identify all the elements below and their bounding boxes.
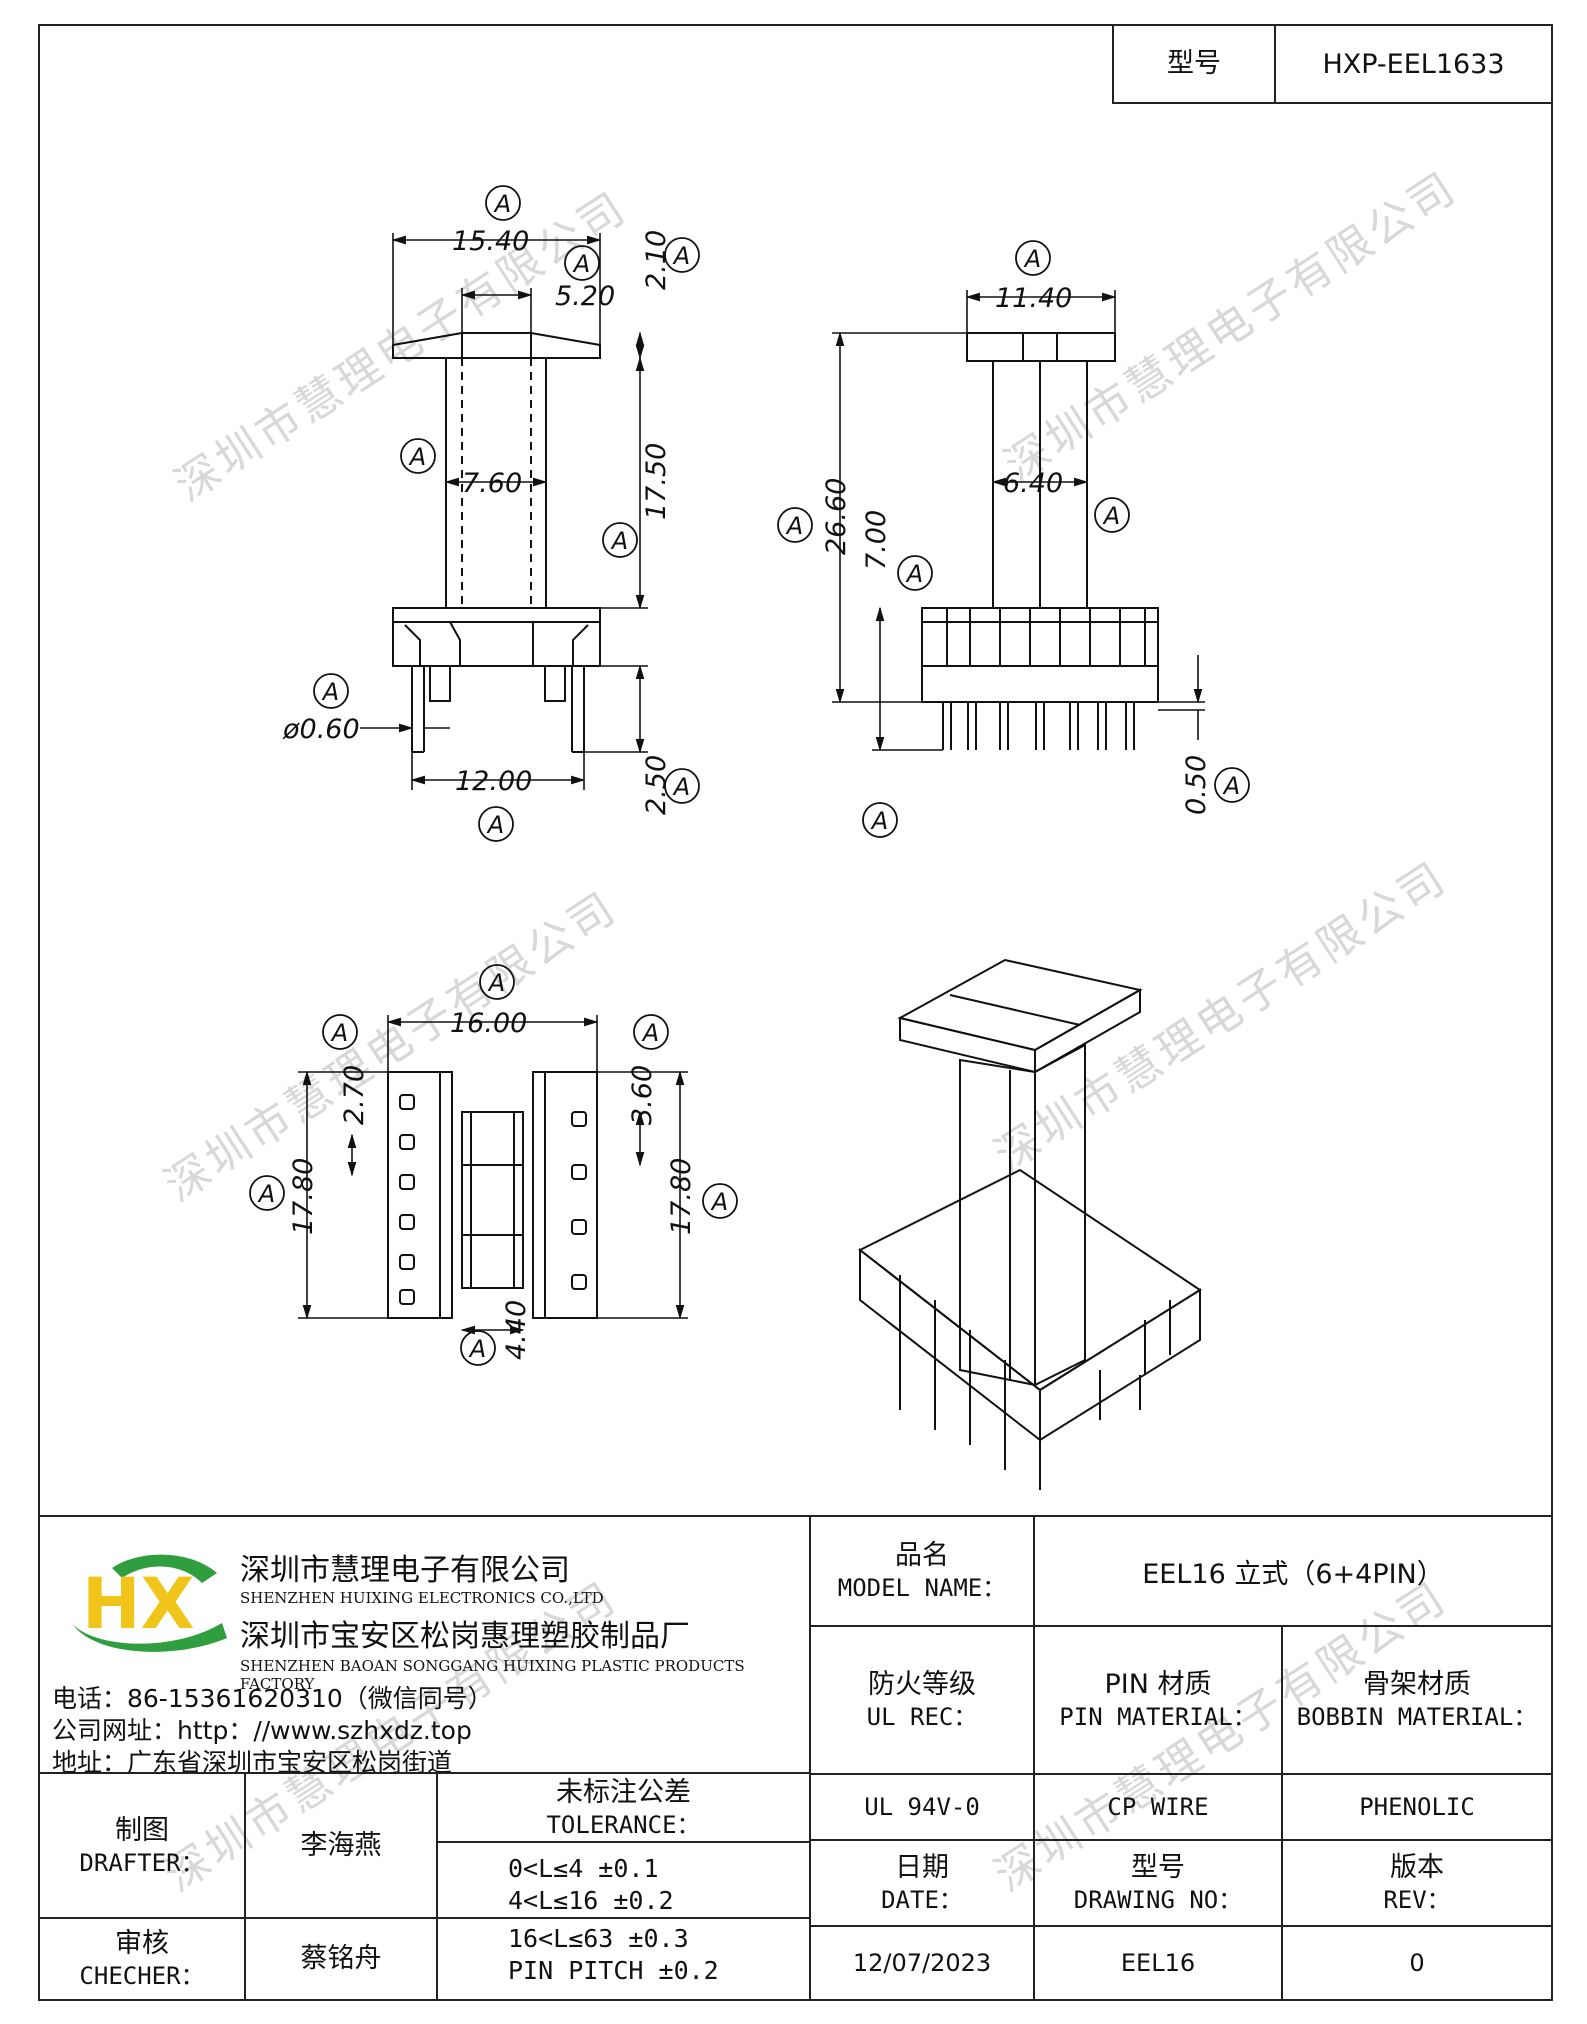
tolerance-label: 未标注公差 TOLERANCE： 0<L≤4 ±0.1 4<L≤16 ±0.2 [436,1772,811,1919]
dim-pin-span: 12.00 [455,766,532,797]
dim-front-top-width: 15.40 [452,226,529,257]
dim-front-slot-width: 5.20 [555,281,615,312]
dim-bottom-left-pitch: 2.70 [339,1065,370,1125]
a-symbol: A [1222,772,1240,800]
a-symbol: A [330,1019,348,1047]
rev-value: 0 [1281,1925,1553,2001]
company-phone: 电话：86-15361620310（微信同号） [52,1684,493,1713]
side-view [921,332,1159,750]
model-label: 型号 [1112,24,1276,104]
drawing-frame [38,24,1553,2001]
a-symbol: A [493,190,511,218]
a-symbol: A [486,811,504,839]
drawing-no-label: 型号 DRAWING NO： [1033,1839,1283,1927]
a-symbol: A [572,250,590,278]
ul-rec-label: 防火等级 UL REC： [809,1625,1035,1775]
a-symbol: A [870,807,888,835]
pin-material-value: CP WIRE [1033,1773,1283,1841]
date-label: 日期 DATE： [809,1839,1035,1927]
company-name-en: SHENZHEN HUIXING ELECTRONICS CO.,LTD [240,1589,604,1607]
a-symbol: A [257,1180,275,1208]
a-symbol: A [710,1188,728,1216]
pin-material-label: PIN 材质 PIN MATERIAL： [1033,1625,1283,1775]
a-symbol: A [408,443,426,471]
factory-name-cn: 深圳市宝安区松岗惠理塑胶制品厂 [240,1619,690,1654]
isometric-view [858,958,1202,1490]
model-name-value: EEL16 立式（6+4PIN） [1033,1515,1553,1627]
logo-text: HX [82,1563,195,1645]
a-symbol: A [610,527,628,555]
a-symbol: A [905,560,923,588]
dim-side-core-width: 6.40 [1003,468,1063,499]
company-name-cn: 深圳市慧理电子有限公司 [240,1553,570,1588]
a-symbol: A [1102,502,1120,530]
date-value: 12/07/2023 [809,1925,1035,2001]
dim-side-total-height: 26.60 [821,478,852,555]
a-symbol: A [321,678,339,706]
rev-label: 版本 REV： [1281,1839,1553,1927]
model-header: 型号 HXP-EEL1633 [1112,24,1553,104]
dim-front-core-width: 7.60 [462,468,522,499]
model-name-label: 品名 MODEL NAME： [809,1515,1035,1627]
a-symbol: A [468,1335,486,1363]
model-value: HXP-EEL1633 [1274,24,1553,104]
dim-bottom-right-pitch: 3.60 [627,1065,658,1125]
dim-bottom-right-height: 17.80 [666,1158,697,1235]
technical-drawing: 15.40 5.20 2.10 7.60 17.50 ø0.60 12.00 2… [249,185,1250,1490]
dim-front-core-height: 17.50 [641,443,672,520]
tolerance-lines: 0<L≤4 ±0.1 4<L≤16 ±0.2 [508,1854,674,1915]
a-symbol: A [641,1019,659,1047]
bottom-view [387,1071,598,1319]
a-symbol: A [785,512,803,540]
drafter-label: 制图 DRAFTER： [38,1772,246,1919]
title-block-right: 品名 MODEL NAME： EEL16 立式（6+4PIN） 防火等级 UL … [809,1515,1553,2001]
bobbin-material-label: 骨架材质 BOBBIN MATERIAL： [1281,1625,1553,1775]
dim-side-base-height: 7.00 [861,510,892,570]
checker-name: 蔡铭舟 [244,1917,438,2001]
company-block: HX 深圳市慧理电子有限公司 SHENZHEN HUIXING ELECTRON… [38,1515,811,1777]
company-logo: HX [52,1543,232,1653]
drawing-no-value: EEL16 [1033,1925,1283,2001]
a-symbol: A [487,969,505,997]
dim-bottom-width: 16.00 [450,1008,527,1039]
dim-side-top-width: 11.40 [995,283,1072,314]
dim-bottom-center-gap: 4.40 [501,1300,532,1360]
bobbin-material-value: PHENOLIC [1281,1773,1553,1841]
factory-name-en: SHENZHEN BAOAN SONGGANG HUIXING PLASTIC … [240,1657,745,1693]
dim-pin-diameter: ø0.60 [282,714,360,745]
checker-label: 审核 CHECHER： [38,1917,246,2001]
dim-pin-length: 2.50 [641,755,672,815]
a-symbol: A [672,773,690,801]
a-symbol: A [672,242,690,270]
company-website: 公司网址：http：//www.szhxdz.top [52,1716,472,1745]
dim-front-flange: 2.10 [641,230,672,290]
a-symbol: A [1023,245,1041,273]
drafter-name: 李海燕 [244,1772,438,1919]
ul-rec-value: UL 94V-0 [809,1773,1035,1841]
tolerance-lines-cont: 16<L≤63 ±0.3 PIN PITCH ±0.2 [436,1918,811,2001]
front-view [392,331,601,753]
dim-side-pin-offset: 0.50 [1181,755,1212,815]
dim-bottom-left-height: 17.80 [288,1158,319,1235]
title-block-left: 制图 DRAFTER： 李海燕 未标注公差 TOLERANCE： 0<L≤4 ±… [38,1772,811,2001]
